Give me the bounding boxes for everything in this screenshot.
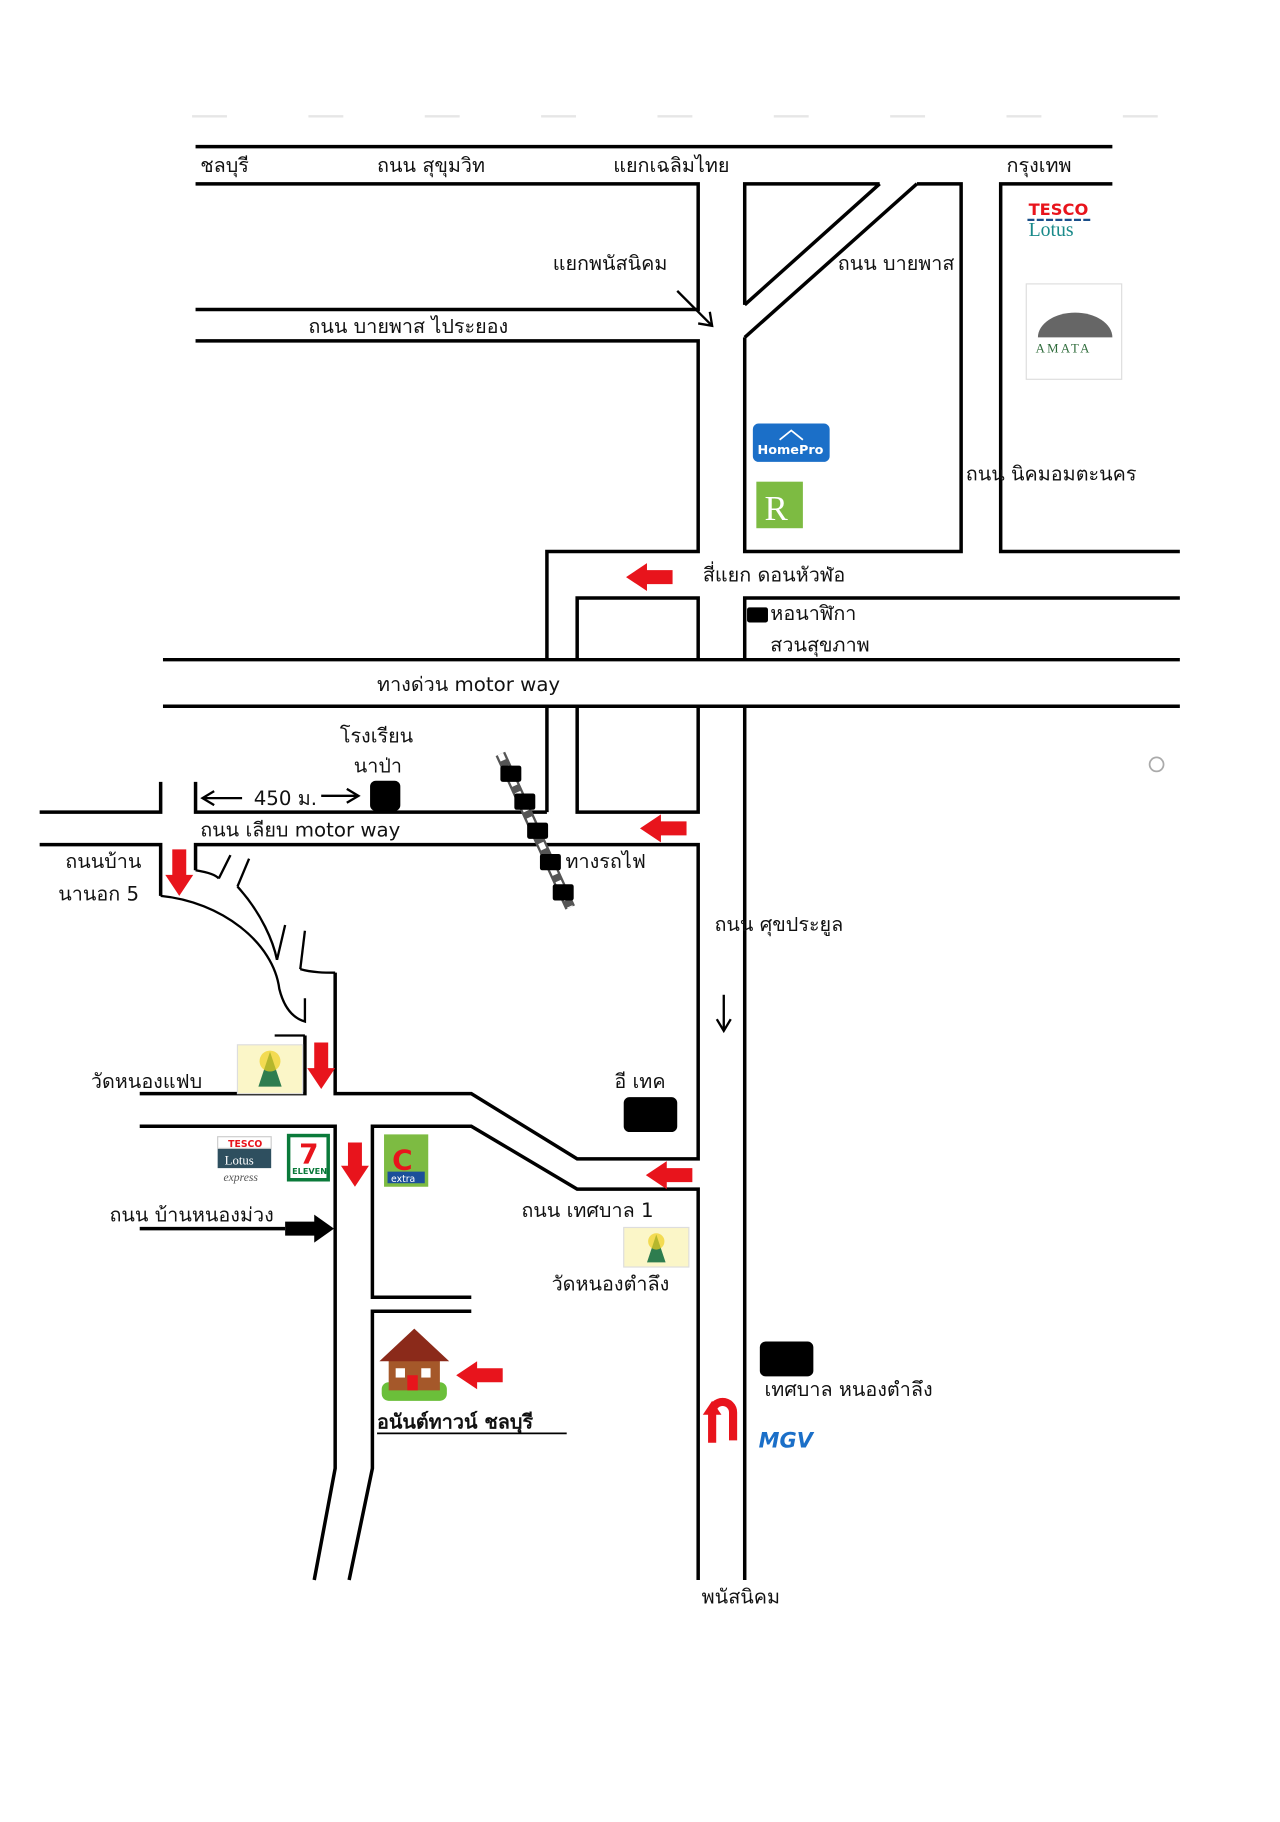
label-clock-tower: หอนาฬิกา xyxy=(770,602,856,625)
amata-logo: AMATA xyxy=(1025,283,1123,380)
svg-text:express: express xyxy=(223,1171,258,1184)
label-bypass-rayong: ถนน บายพาส ไประยอง xyxy=(308,315,508,338)
homepro-text: HomePro xyxy=(758,443,824,458)
label-sukhumvit: ถนน สุขุมวิท xyxy=(377,154,485,178)
robinson-logo: R xyxy=(756,481,803,529)
label-distance: 450 ม. xyxy=(254,787,317,810)
label-wat-nongfaep: วัดหนองแฟบ xyxy=(91,1070,202,1093)
label-nikhom-amata: ถนน นิคมอมตะนคร xyxy=(966,463,1137,486)
label-thesaban1: ถนน เทศบาล 1 xyxy=(521,1199,653,1222)
label-school-name: นาป่า xyxy=(354,755,402,778)
label-donhuafo: สี่แยก ดอนหัวฬ่อ xyxy=(703,562,845,587)
label-park: สวนสุขภาพ xyxy=(770,634,869,658)
svg-text:TESCO: TESCO xyxy=(228,1139,262,1150)
arrow-left-icon xyxy=(626,563,673,592)
clock-tower-marker xyxy=(747,607,768,623)
arrow-down-icon xyxy=(307,1042,336,1090)
amata-text: AMATA xyxy=(1036,342,1092,356)
etech-marker xyxy=(623,1097,678,1133)
homepro-logo: HomePro xyxy=(752,423,830,462)
landmark-markers xyxy=(370,607,1165,1377)
label-ban-nanok-5: นานอก 5 xyxy=(58,883,139,906)
label-school: โรงเรียน xyxy=(340,724,414,747)
label-railway: ทางรถไฟ xyxy=(566,850,646,873)
svg-text:C: C xyxy=(392,1143,412,1176)
label-phanat-junction: แยกพนัสนิคม xyxy=(553,252,668,275)
label-motorway: ทางด่วน motor way xyxy=(377,673,560,696)
arrow-down-icon xyxy=(165,849,194,896)
arrow-left-icon xyxy=(640,814,687,843)
label-destination: อนันต์ทาวน์ ชลบุรี xyxy=(377,1411,533,1435)
svg-text:Lotus: Lotus xyxy=(225,1154,254,1168)
roads xyxy=(39,144,1180,1581)
label-etech: อี เทค xyxy=(614,1070,665,1093)
arrow-down-icon xyxy=(340,1142,369,1187)
house-icon xyxy=(379,1328,450,1401)
u-turn-arrowhead xyxy=(702,1400,722,1415)
label-chaloem-thai: แยกเฉลิมไทย xyxy=(613,154,729,177)
pointer-arrow-icon xyxy=(697,311,714,328)
label-frontage-road: ถนน เลียบ motor way xyxy=(200,819,400,842)
railway xyxy=(495,751,575,910)
wat-nongtamlueng-logo xyxy=(623,1226,690,1268)
label-bypass: ถนน บายพาส xyxy=(838,252,955,275)
label-bangkok: กรุงเทพ xyxy=(1006,154,1071,178)
label-municipality: เทศบาล หนองตำลึง xyxy=(764,1378,932,1401)
municipality-marker xyxy=(759,1341,814,1377)
arrow-left-icon xyxy=(456,1361,503,1390)
label-phanat-nikhom: พนัสนิคม xyxy=(702,1585,780,1608)
mgv-text: MGV xyxy=(759,1428,815,1452)
school-marker xyxy=(370,780,401,811)
label-chonburi: ชลบุรี xyxy=(200,154,249,178)
direction-arrows xyxy=(165,290,738,1443)
svg-text:extra: extra xyxy=(391,1174,415,1185)
wat-nongfaep-logo xyxy=(236,1044,304,1095)
big-c-extra-logo: C extra xyxy=(384,1134,429,1187)
arrow-right-icon xyxy=(285,1214,335,1243)
mgv-logo: MGV xyxy=(759,1428,815,1452)
label-nongmuang: ถนน บ้านหนองม่วง xyxy=(109,1204,273,1227)
robinson-text: R xyxy=(764,489,788,528)
label-sukprayoon: ถนน ศุขประยูล xyxy=(714,913,843,937)
map-labels: ชลบุรี ถนน สุขุมวิท แยกเฉลิมไทย กรุงเทพ … xyxy=(58,154,1137,1608)
lotus-express-logo: TESCO Lotus express xyxy=(217,1136,272,1184)
arrow-left-icon xyxy=(645,1161,693,1190)
label-ban-nanok: ถนนบ้าน xyxy=(65,850,142,873)
arrow-down-icon xyxy=(715,1018,732,1034)
label-wat-nongtamlueng: วัดหนองตำลึง xyxy=(552,1272,670,1295)
